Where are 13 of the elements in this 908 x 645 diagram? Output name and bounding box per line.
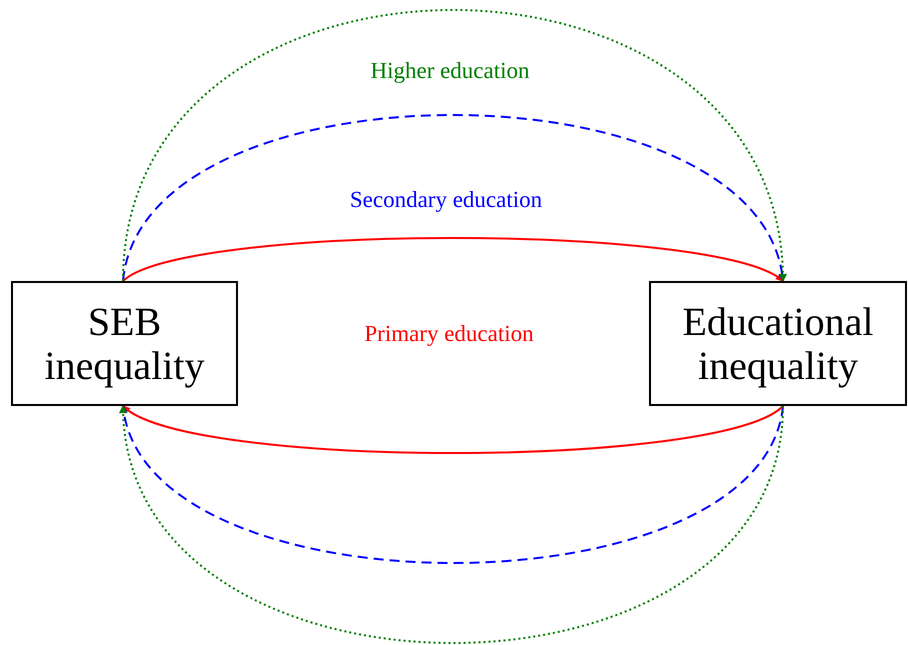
node-label: SEB inequality bbox=[44, 300, 206, 388]
level-label: Primary education bbox=[364, 321, 534, 347]
arrow bbox=[122, 237, 784, 282]
arrow bbox=[122, 405, 784, 564]
node-label: Educational inequality bbox=[681, 300, 875, 388]
arrow bbox=[120, 405, 784, 644]
arrow bbox=[122, 405, 784, 454]
arrow bbox=[122, 114, 785, 282]
arrow bbox=[122, 9, 786, 282]
level-label: Higher education bbox=[370, 58, 530, 84]
box bbox=[649, 281, 907, 406]
box bbox=[11, 281, 238, 406]
level-label: Secondary education bbox=[350, 187, 542, 213]
